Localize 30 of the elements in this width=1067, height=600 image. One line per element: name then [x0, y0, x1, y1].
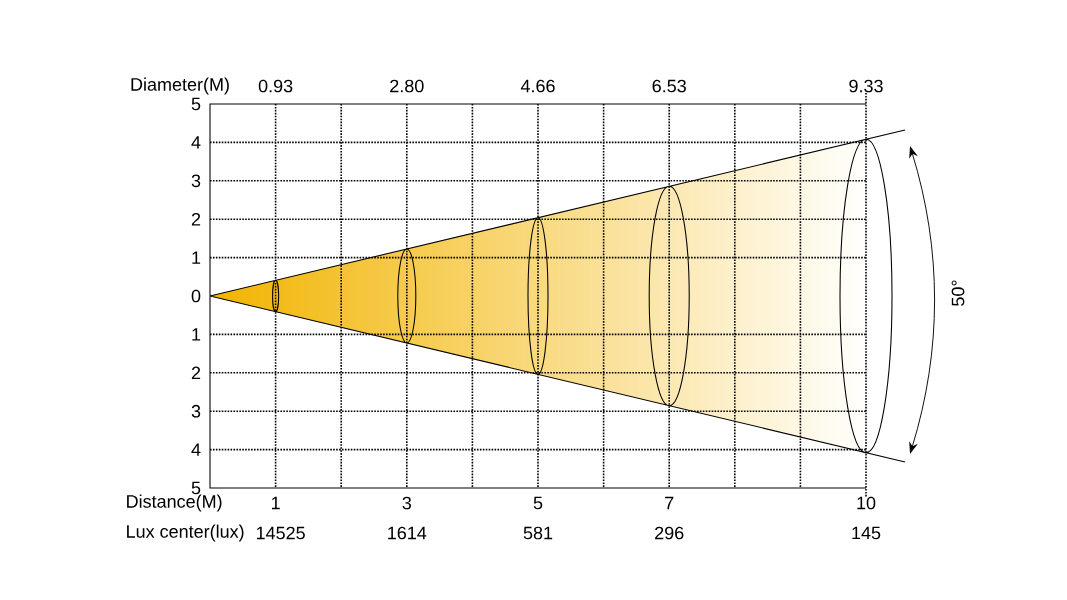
distance-value: 10	[857, 496, 876, 510]
diameter-value: 6.53	[652, 79, 686, 93]
axis-title: Distance(M)	[127, 494, 222, 512]
lux-value: 145	[852, 526, 881, 540]
diameter-value: 9.33	[849, 79, 883, 93]
lux-value: 581	[523, 526, 553, 540]
tick-label: 1	[192, 328, 201, 341]
tick-label: 5	[191, 481, 201, 495]
tick-label: 5	[191, 97, 201, 111]
tick-label: 1	[192, 251, 201, 264]
tick-label: 3	[191, 174, 201, 188]
distance-value: 1	[272, 496, 280, 510]
distance-value: 3	[402, 496, 411, 510]
angle-label: 50°	[951, 280, 965, 306]
diameter-value: 0.93	[258, 79, 293, 93]
axis-title: Lux center(lux)	[127, 524, 244, 542]
tick-label: 4	[191, 443, 201, 456]
diameter-value: 4.66	[520, 79, 555, 93]
lux-value: 1614	[388, 526, 427, 540]
tick-label: 2	[191, 212, 201, 226]
lux-value: 14525	[256, 526, 305, 540]
tick-label: 0	[191, 289, 201, 303]
tick-label: 4	[191, 136, 201, 149]
axis-title: Diameter(M)	[131, 77, 229, 95]
tick-label: 2	[191, 366, 201, 380]
tick-label: 3	[191, 404, 201, 418]
lux-value: 296	[655, 526, 684, 540]
distance-value: 5	[533, 496, 543, 510]
diameter-value: 2.80	[390, 79, 424, 93]
distance-value: 7	[665, 496, 674, 510]
